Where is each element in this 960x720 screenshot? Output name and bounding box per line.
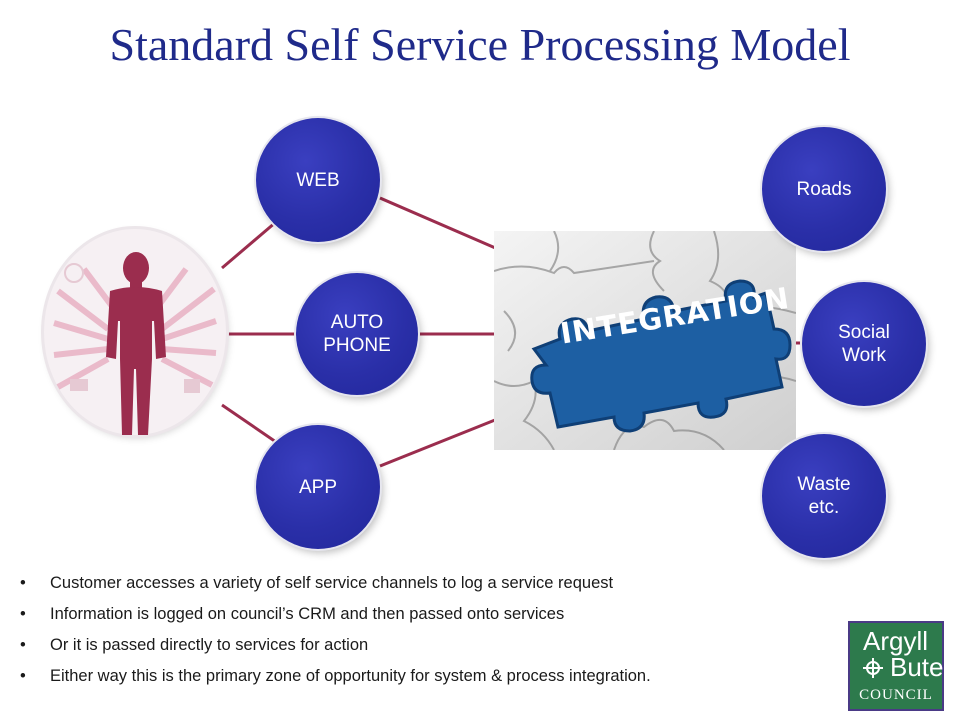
channel-web-node: WEB <box>256 118 380 242</box>
logo-text-argyll: Argyll <box>863 626 929 656</box>
connector-customer-web <box>221 220 277 270</box>
bullet-item: Or it is passed directly to services for… <box>20 634 820 656</box>
puzzle-graphic <box>494 231 796 450</box>
connector-web-integration <box>379 196 501 252</box>
channel-autophone-label: AUTO PHONE <box>323 312 391 356</box>
integration-puzzle-image: INTEGRATION <box>494 231 796 450</box>
channel-app-node: APP <box>256 425 380 549</box>
description-bullets: Customer accesses a variety of self serv… <box>20 572 820 696</box>
customer-person-icon <box>53 252 217 435</box>
service-roads-label: Roads <box>796 178 852 200</box>
connector-customer-app <box>221 403 277 444</box>
slide-title: Standard Self Service Processing Model <box>109 19 851 70</box>
service-waste-label: Waste etc. <box>797 474 851 518</box>
connector-app-integration <box>379 416 501 468</box>
channel-autophone-node: AUTO PHONE <box>296 273 418 395</box>
logo-text-bute: Bute <box>890 652 944 682</box>
service-waste-node: Waste etc. <box>762 434 886 558</box>
customer-circle <box>44 229 226 435</box>
service-roads-node: Roads <box>762 127 886 251</box>
bullet-item: Customer accesses a variety of self serv… <box>20 572 820 594</box>
service-socialwork-label: Social Work <box>838 322 890 366</box>
channel-web-label: WEB <box>296 169 340 191</box>
argyll-bute-council-logo: Argyll Bute COUNCIL <box>848 621 944 711</box>
celtic-cross-icon <box>863 658 883 678</box>
bullet-item: Information is logged on council’s CRM a… <box>20 603 820 625</box>
service-socialwork-node: Social Work <box>802 282 926 406</box>
integration-blue-piece <box>530 279 792 433</box>
bullet-item: Either way this is the primary zone of o… <box>20 665 820 687</box>
logo-text-council: COUNCIL <box>859 687 933 703</box>
channel-app-label: APP <box>298 476 338 498</box>
